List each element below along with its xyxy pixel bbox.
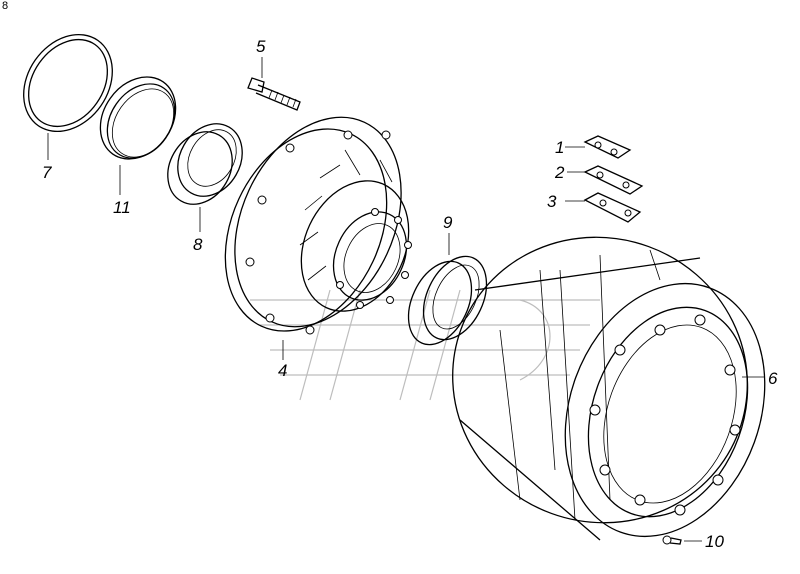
callout-label-3: 3 bbox=[547, 192, 557, 211]
corner-mark: 8 bbox=[2, 0, 8, 12]
bearing-race-part-8 bbox=[167, 123, 243, 232]
callout-label-4: 4 bbox=[278, 361, 287, 380]
callout-label-7: 7 bbox=[42, 163, 52, 182]
bearing-race-part-9 bbox=[407, 233, 488, 346]
callout-label-8: 8 bbox=[193, 235, 203, 254]
callout-label-9: 9 bbox=[443, 213, 453, 232]
ring-seal-part-7 bbox=[23, 33, 113, 160]
screw-part-10 bbox=[662, 535, 702, 545]
callout-label-1: 1 bbox=[555, 138, 564, 157]
lock-plate-part-1 bbox=[565, 135, 632, 159]
ring-part-11 bbox=[99, 76, 177, 195]
brake-drum-part-6 bbox=[452, 236, 766, 541]
hub-part-4 bbox=[224, 116, 412, 360]
stud-bolt-part-5 bbox=[247, 57, 301, 111]
lock-plate-part-3 bbox=[565, 192, 642, 223]
callout-label-5: 5 bbox=[256, 37, 266, 56]
lock-plate-part-2 bbox=[567, 165, 644, 195]
callout-label-6: 6 bbox=[768, 369, 778, 388]
callout-label-2: 2 bbox=[554, 163, 565, 182]
callout-label-11: 11 bbox=[113, 198, 131, 217]
watermark-logo bbox=[250, 289, 600, 401]
callout-label-10: 10 bbox=[705, 532, 724, 551]
